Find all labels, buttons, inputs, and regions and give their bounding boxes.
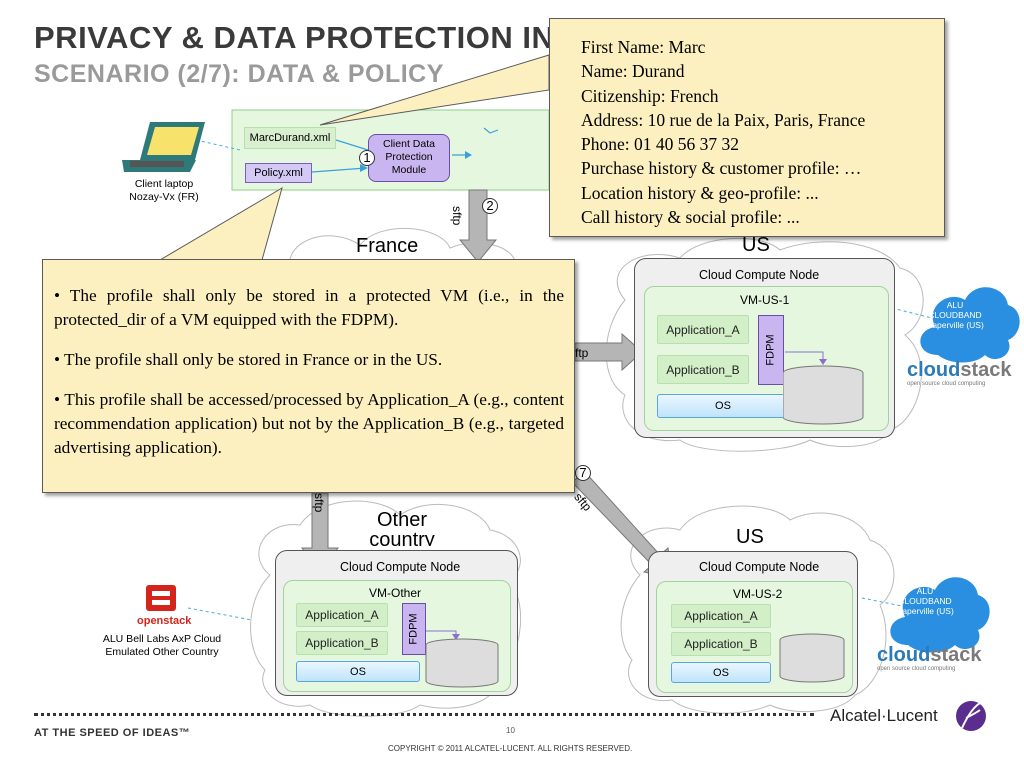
cloudband-top-line3: Naperville (US): [926, 320, 984, 330]
profile-field-7: Location history & geo-profile: ...: [581, 182, 819, 203]
compute-node-other: Cloud Compute Node VM-Other Application_…: [275, 550, 518, 696]
profile-field-1: First Name: Marc: [581, 37, 706, 57]
openstack-label: ALU Bell Labs AxP Cloud Emulated Other C…: [92, 633, 232, 659]
cloudband-top-cloud: [920, 287, 1020, 363]
profile-field-5: Phone: 01 40 56 37 32: [581, 134, 739, 155]
cloudstack-logo-top-b: stack: [960, 359, 1012, 381]
client-laptop-label: Client laptop Nozay-Vx (FR): [116, 178, 212, 204]
sftp-arrow-us1: [574, 332, 643, 372]
cloudband-top-label: ALU CLOUDBAND Naperville (US): [920, 300, 990, 330]
policy-rule-3: • This profile shall be accessed/process…: [54, 390, 564, 457]
sftp-label-us1: ftp: [575, 346, 589, 360]
policy-rule-1: • The profile shall only be stored in a …: [54, 286, 564, 329]
region-other: Other country: [363, 510, 441, 546]
vm-us1-app-a: Application_A: [657, 315, 749, 344]
vm-other-app-b: Application_B: [296, 631, 388, 655]
profile-field-3: Citizenship: French: [581, 85, 719, 106]
openstack-logo-text: openstack: [137, 615, 192, 627]
region-france: France: [356, 235, 419, 257]
cloudstack-logo-top-a: cloud: [907, 359, 961, 381]
vm-us-1: VM-US-1 Application_A Application_B FDPM…: [644, 286, 889, 431]
copyright: COPYRIGHT © 2011 ALCATEL-LUCENT. ALL RIG…: [388, 744, 633, 753]
cloudband-bottom-line3: Naperville (US): [896, 606, 954, 616]
vm-us1-app-b: Application_B: [657, 355, 749, 384]
compute-node-us1: Cloud Compute Node VM-US-1 Application_A…: [634, 258, 895, 438]
profile-field-2: Name: Durand: [581, 61, 685, 82]
footer-dotted-divider: [34, 713, 814, 716]
cloudstack-tagline-top: open source cloud computing: [907, 381, 986, 387]
node-us2-title: Cloud Compute Node: [699, 560, 820, 574]
vm-us2-label: VM-US-2: [733, 587, 783, 601]
vm-us2-app-a: Application_A: [671, 604, 771, 628]
vm-us1-label: VM-US-1: [740, 293, 790, 307]
vm-us1-storage-icon: [783, 351, 864, 425]
region-us-top: US: [742, 234, 770, 256]
profile-field-6: Purchase history & customer profile: …: [581, 158, 862, 179]
alcatel-lucent-logo-icon: [956, 701, 986, 731]
step-2-badge: 2: [482, 198, 498, 214]
brand-wordmark: Alcatel·Lucent: [830, 706, 938, 725]
openstack-icon: [146, 585, 176, 611]
node-us1-title: Cloud Compute Node: [699, 268, 820, 282]
openstack-label-line2: Emulated Other Country: [105, 646, 219, 658]
region-us-bottom: US: [736, 526, 764, 548]
vm-other-fdpm-label: FDPM: [408, 613, 421, 645]
cloudstack-logo-bottom-b: stack: [930, 644, 982, 666]
cloud-france-outline: [289, 227, 516, 269]
profile-field-8: Call history & social profile: ...: [581, 207, 800, 228]
laptop-label-line1: Client laptop: [134, 178, 194, 190]
file-marcdurand-xml: MarcDurand.xml: [244, 127, 336, 149]
cloudstack-logo-bottom-a: cloud: [877, 644, 931, 666]
cloudband-bottom-line1: ALU: [916, 586, 934, 596]
region-other-line2: country: [369, 530, 435, 546]
cloudband-bottom-label: ALU CLOUDBAND Naperville (US): [890, 586, 960, 616]
sftp-label-2: sftp: [450, 206, 464, 226]
sftp-label-other: sftp: [312, 493, 326, 513]
vm-us2-storage-icon: [779, 633, 845, 683]
vm-us1-os: OS: [657, 394, 789, 418]
vm-us1-fdpm-label: FDPM: [765, 334, 778, 366]
page-title: PRIVACY & DATA PROTECTION IN: [34, 20, 555, 55]
laptop-label-line2: Nozay-Vx (FR): [129, 191, 199, 203]
vm-other-fdpm: FDPM: [402, 603, 426, 655]
policy-callout: • The profile shall only be stored in a …: [42, 259, 575, 493]
page-subtitle: SCENARIO (2/7): DATA & POLICY: [34, 60, 444, 88]
cloudband-top-line1: ALU: [946, 300, 964, 310]
module-label-line1: Client Data: [383, 138, 435, 150]
vm-other-label: VM-Other: [369, 586, 422, 600]
node-other-title: Cloud Compute Node: [340, 560, 461, 574]
cloudband-top-line2: CLOUDBAND: [928, 310, 982, 320]
file-policy-xml: Policy.xml: [245, 163, 312, 183]
policy-rule-2: • The profile shall only be stored in Fr…: [54, 350, 443, 369]
laptop-icon: [122, 122, 205, 172]
footer-tagline: AT THE SPEED OF IDEAS™: [34, 727, 191, 739]
cloudstack-logo-bottom: cloudstack open source cloud computing: [877, 645, 982, 673]
client-data-protection-module: Client Data Protection Module: [368, 134, 450, 182]
vm-us-2: VM-US-2 Application_A Application_B OS: [656, 581, 853, 693]
compute-node-us2: Cloud Compute Node VM-US-2 Application_A…: [648, 551, 858, 697]
cloudband-bottom-line2: CLOUDBAND: [898, 596, 952, 606]
vm-other-storage-icon: [425, 630, 499, 688]
vm-other-os: OS: [296, 661, 420, 682]
cloudstack-logo-top: cloudstack open source cloud computing: [907, 360, 1012, 388]
module-label-line2: Protection: [385, 151, 433, 163]
module-label-line3: Module: [391, 164, 427, 176]
vm-us2-app-b: Application_B: [671, 632, 771, 656]
cloudband-bottom-cloud: [890, 577, 990, 653]
vm-other: VM-Other Application_A Application_B FDP…: [283, 580, 511, 692]
vm-other-app-a: Application_A: [296, 603, 388, 627]
vm-us2-os: OS: [671, 662, 771, 683]
cloudstack-tagline-bottom: open source cloud computing: [877, 666, 956, 672]
step-1-badge: 1: [359, 150, 375, 166]
profile-field-4: Address: 10 rue de la Paix, Paris, Franc…: [581, 109, 866, 130]
page-number: 10: [506, 726, 515, 735]
step-7-badge: 7: [575, 465, 591, 481]
openstack-label-line1: ALU Bell Labs AxP Cloud: [102, 633, 222, 645]
region-other-line1: Other: [376, 509, 428, 531]
vm-us1-fdpm: FDPM: [758, 315, 784, 385]
